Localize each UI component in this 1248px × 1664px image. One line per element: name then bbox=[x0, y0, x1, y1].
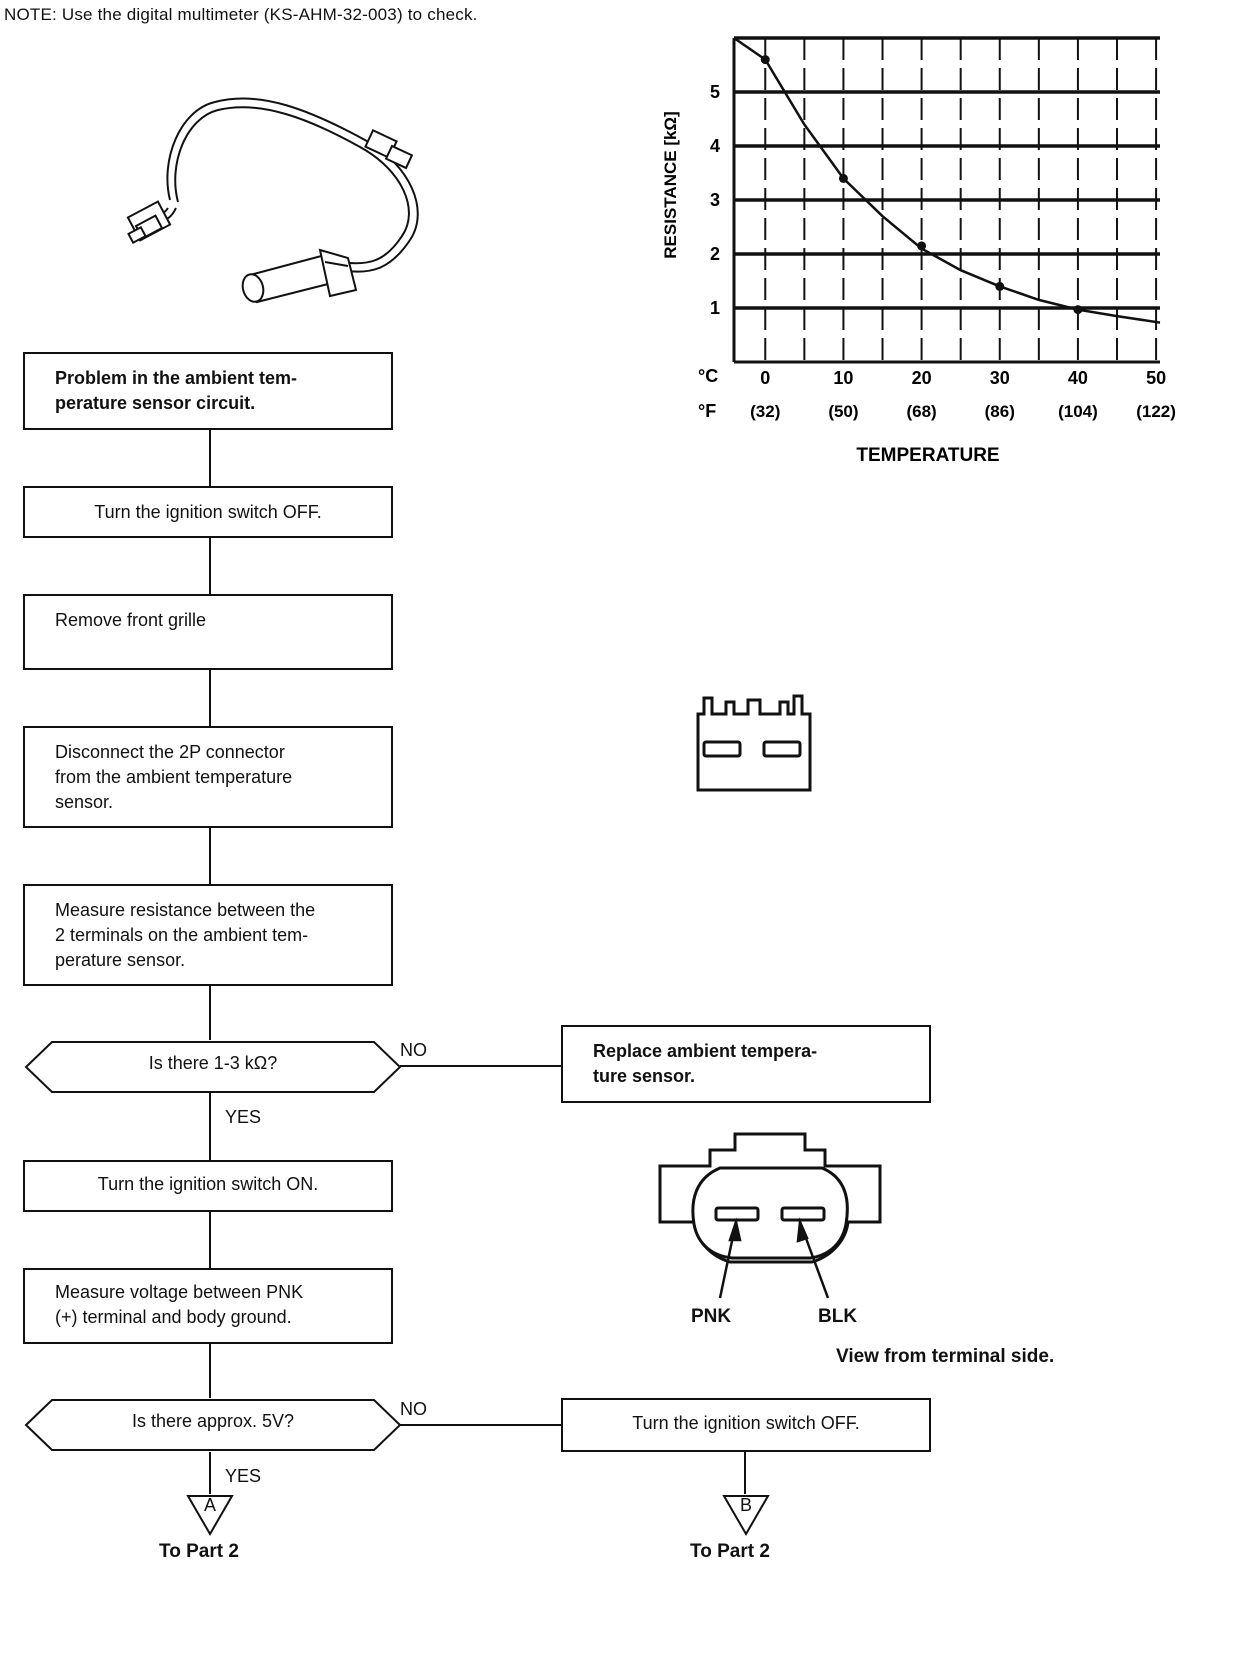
connector-a-triangle bbox=[186, 1495, 234, 1536]
flow-line-3 bbox=[209, 670, 211, 726]
chart-y-tick-label: 1 bbox=[710, 298, 720, 318]
flow-line-8 bbox=[209, 1344, 211, 1398]
to-part-2-b: To Part 2 bbox=[690, 1541, 770, 1562]
chart-y-tick-label: 2 bbox=[710, 244, 720, 264]
flow-line-9 bbox=[209, 1452, 211, 1494]
chart-x-tick-f: (122) bbox=[1136, 402, 1176, 421]
note-text: NOTE: Use the digital multimeter (KS-AHM… bbox=[4, 5, 478, 24]
replace-sensor-box: Replace ambient tempera- ture sensor. bbox=[561, 1025, 931, 1103]
chart-y-axis-label: RESISTANCE [kΩ] bbox=[661, 111, 680, 258]
yes-label-1: YES bbox=[225, 1107, 262, 1127]
step-measure-resistance-box: Measure resistance between the 2 termina… bbox=[23, 884, 393, 986]
chart-y-tick-label: 3 bbox=[710, 190, 720, 210]
step-problem-box: Problem in the ambient tem- perature sen… bbox=[23, 352, 393, 430]
step-ignition-off-2-text: Turn the ignition switch OFF. bbox=[632, 1413, 860, 1433]
step-disconnect-text: Disconnect the 2P connector from the amb… bbox=[55, 742, 293, 812]
step-disconnect-box: Disconnect the 2P connector from the amb… bbox=[23, 726, 393, 828]
chart-unit-c: °C bbox=[698, 366, 718, 386]
chart-x-tick-f: (104) bbox=[1058, 402, 1098, 421]
chart-data-point bbox=[1073, 305, 1083, 315]
chart-data-point bbox=[917, 241, 927, 251]
chart-x-tick-c: 20 bbox=[912, 368, 932, 388]
chart-x-tick-c: 10 bbox=[833, 368, 853, 388]
chart-x-axis-label: TEMPERATURE bbox=[856, 445, 999, 466]
decision-resistance-text: Is there 1-3 kΩ? bbox=[148, 1053, 278, 1073]
resistance-temperature-chart: 123450(32)10(50)20(68)30(86)40(104)50(12… bbox=[661, 36, 1176, 466]
yes-label-2: YES bbox=[225, 1466, 262, 1486]
step-ignition-on-text: Turn the ignition switch ON. bbox=[97, 1174, 319, 1194]
decision-resistance-shape bbox=[24, 1041, 402, 1093]
two-pin-connector-small bbox=[696, 694, 812, 792]
to-part-2-a: To Part 2 bbox=[159, 1541, 239, 1562]
replace-sensor-text: Replace ambient tempera- ture sensor. bbox=[593, 1041, 818, 1086]
chart-unit-f: °F bbox=[698, 401, 716, 421]
resistance-curve bbox=[733, 36, 1161, 324]
flow-line-7 bbox=[209, 1212, 211, 1268]
chart-y-tick-label: 4 bbox=[710, 136, 720, 156]
pin-pnk-label: PNK bbox=[691, 1306, 732, 1327]
chart-x-tick-c: 50 bbox=[1146, 368, 1166, 388]
step-remove-grille-text: Remove front grille bbox=[55, 610, 207, 630]
flow-line-6 bbox=[209, 1092, 211, 1160]
no-line-2 bbox=[400, 1424, 562, 1426]
flow-line-10 bbox=[744, 1452, 746, 1494]
chart-data-point bbox=[760, 55, 770, 65]
no-label-1: NO bbox=[400, 1040, 427, 1060]
flow-line-2 bbox=[209, 538, 211, 594]
view-caption: View from terminal side. bbox=[836, 1346, 1055, 1367]
connector-b-triangle bbox=[722, 1495, 770, 1536]
pin-blk-label: BLK bbox=[818, 1306, 858, 1327]
step-ignition-off-box: Turn the ignition switch OFF. bbox=[23, 486, 393, 538]
step-ignition-on-box: Turn the ignition switch ON. bbox=[23, 1160, 393, 1212]
step-ignition-off-text: Turn the ignition switch OFF. bbox=[94, 502, 322, 522]
chart-data-point bbox=[995, 281, 1005, 291]
chart-data-point bbox=[838, 173, 848, 183]
connector-b-label: B bbox=[739, 1495, 752, 1515]
no-line-1 bbox=[400, 1065, 562, 1067]
chart-x-tick-f: (68) bbox=[906, 402, 936, 421]
chart-x-tick-f: (86) bbox=[985, 402, 1015, 421]
step-problem-text: Problem in the ambient tem- perature sen… bbox=[55, 368, 298, 413]
ambient-sensor-illustration bbox=[126, 97, 419, 304]
step-remove-grille-box: Remove front grille bbox=[23, 594, 393, 670]
chart-y-tick-label: 5 bbox=[710, 82, 720, 102]
no-label-2: NO bbox=[400, 1399, 427, 1419]
chart-x-tick-c: 40 bbox=[1068, 368, 1088, 388]
chart-x-tick-f: (50) bbox=[828, 402, 858, 421]
two-pin-connector-terminal-view bbox=[658, 1132, 882, 1299]
decision-voltage-shape bbox=[24, 1399, 402, 1451]
chart-x-tick-f: (32) bbox=[750, 402, 780, 421]
flow-line-5 bbox=[209, 986, 211, 1040]
step-measure-voltage-box: Measure voltage between PNK (+) terminal… bbox=[23, 1268, 393, 1344]
step-measure-resistance-text: Measure resistance between the 2 termina… bbox=[55, 900, 316, 970]
step-ignition-off-2-box: Turn the ignition switch OFF. bbox=[561, 1398, 931, 1452]
chart-x-tick-c: 0 bbox=[760, 368, 770, 388]
step-measure-voltage-text: Measure voltage between PNK (+) terminal… bbox=[55, 1282, 304, 1327]
decision-voltage-text: Is there approx. 5V? bbox=[131, 1411, 295, 1431]
connector-a-label: A bbox=[203, 1495, 216, 1515]
chart-x-tick-c: 30 bbox=[990, 368, 1010, 388]
flow-line-4 bbox=[209, 828, 211, 884]
flow-line-1 bbox=[209, 430, 211, 486]
